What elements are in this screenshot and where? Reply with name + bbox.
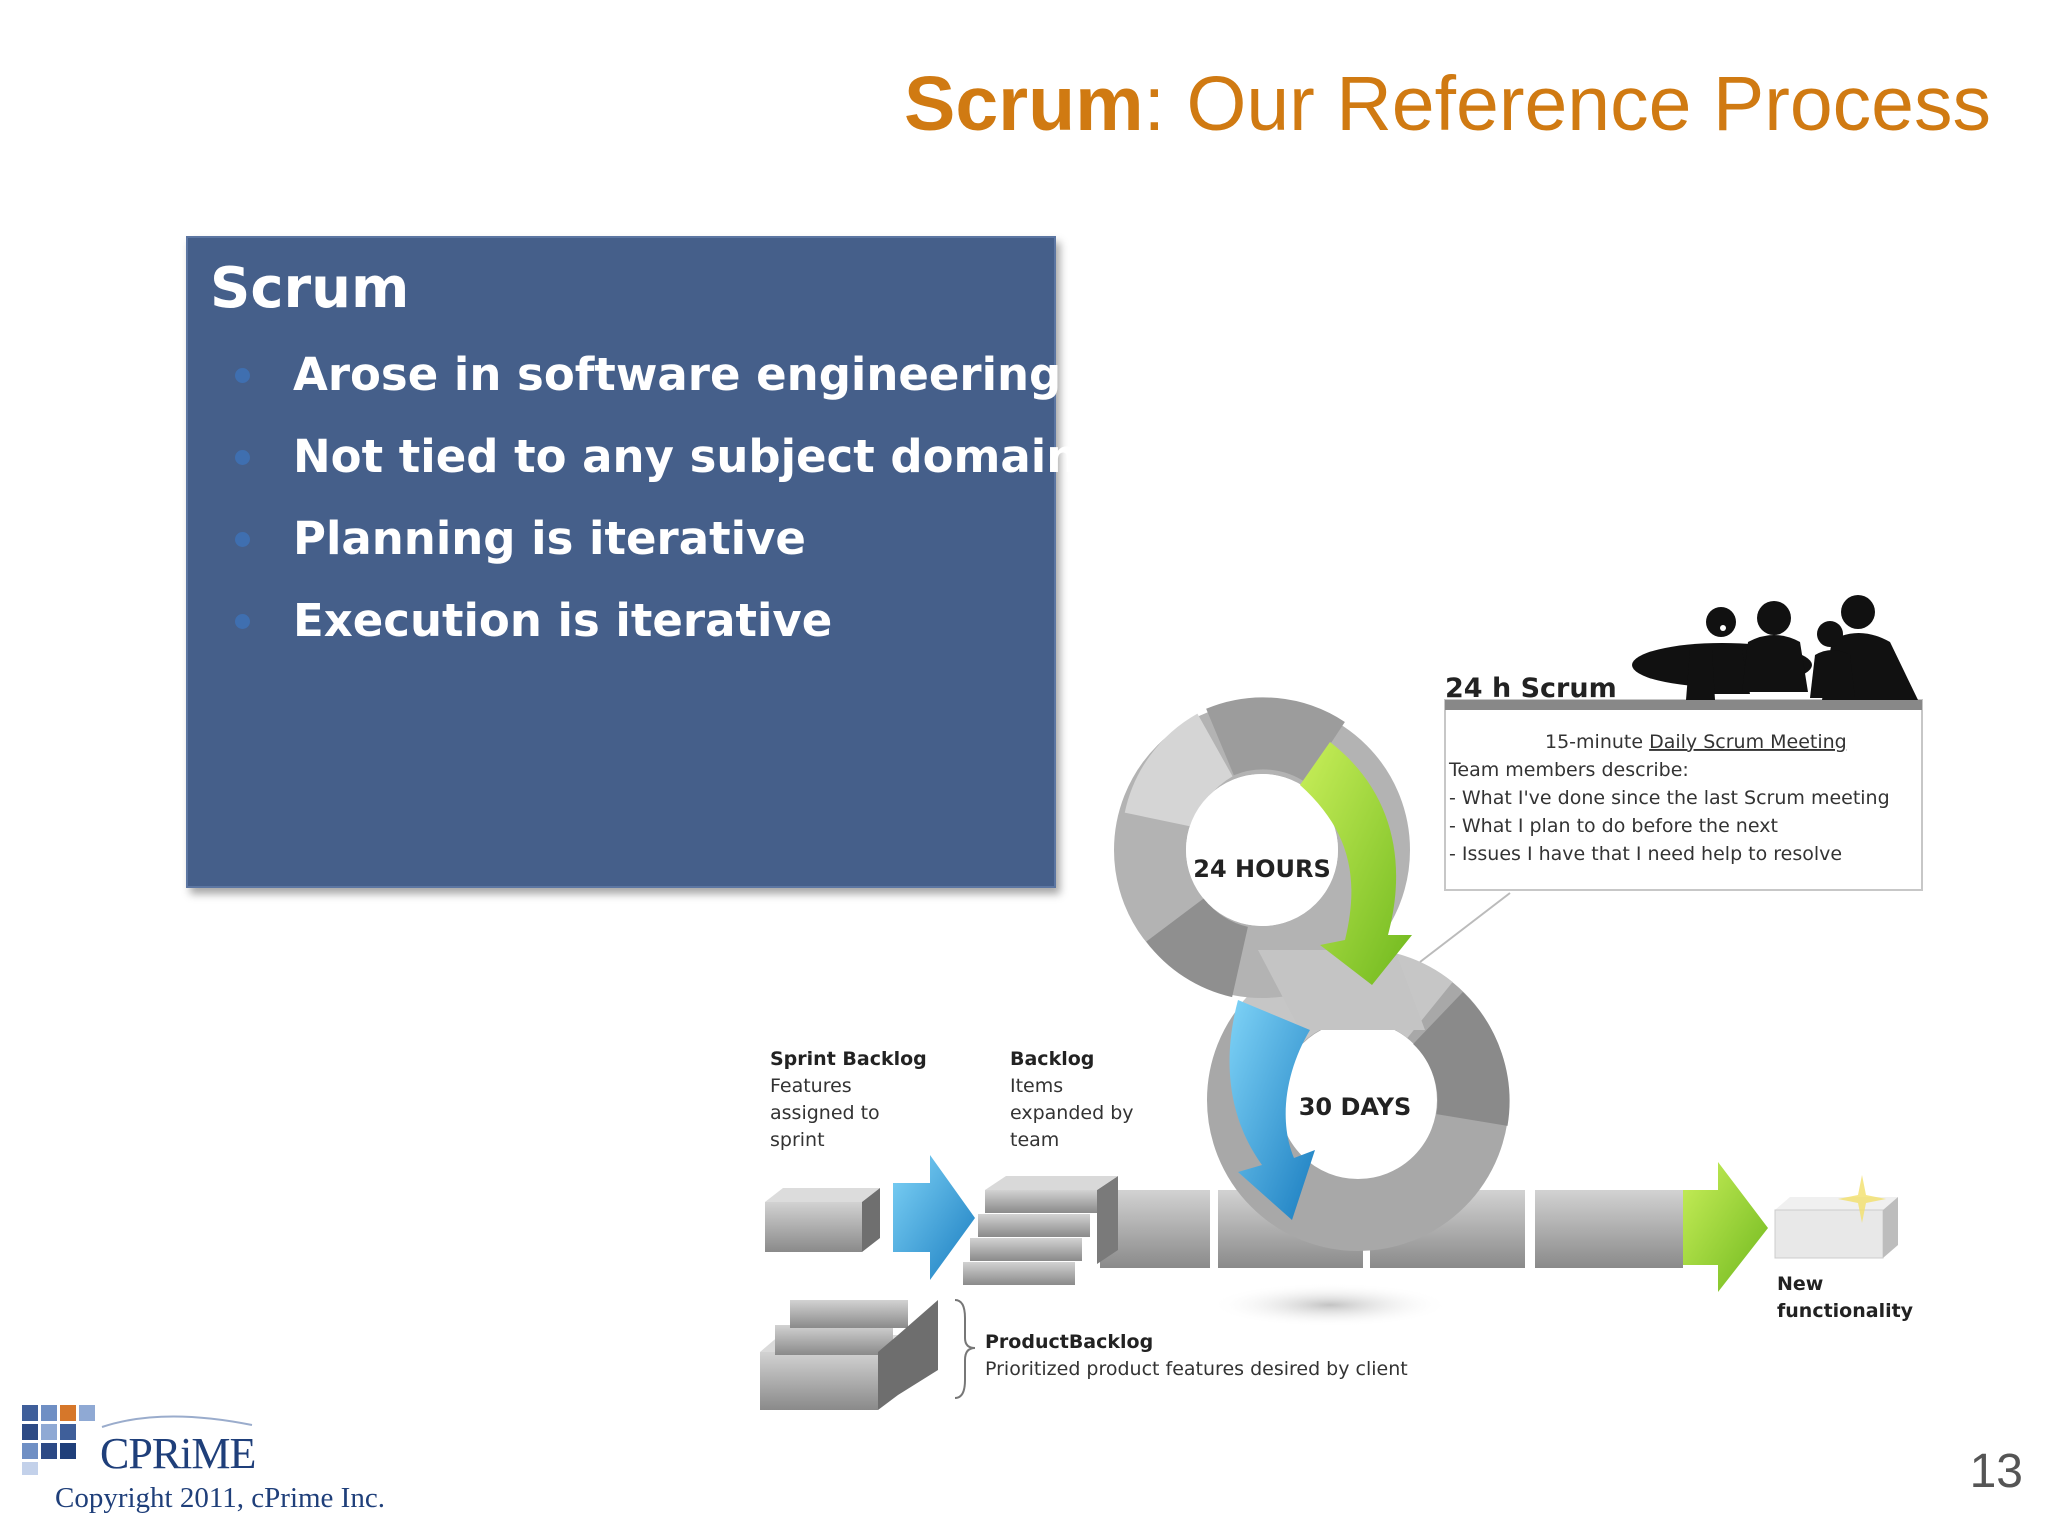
- days-label: 30 DAYS: [1299, 1093, 1412, 1121]
- backlog-line1: Items: [1010, 1075, 1063, 1097]
- backlog-title: Backlog: [1010, 1048, 1094, 1070]
- sprint-backlog-line1: Features: [770, 1075, 852, 1097]
- process-pipe-segment: [1535, 1190, 1683, 1268]
- new-functionality-box: [1774, 1175, 1898, 1259]
- box-heading: Scrum: [210, 256, 410, 321]
- process-pipe-segment: [1100, 1190, 1210, 1268]
- bullet-text: Not tied to any subject domain: [293, 430, 1079, 483]
- new-functionality-line2: functionality: [1777, 1300, 1914, 1322]
- bullet-icon: [235, 368, 250, 383]
- sprint-backlog-line3: sprint: [770, 1129, 825, 1151]
- product-backlog-desc: Prioritized product features desired by …: [985, 1358, 1408, 1380]
- bullet-text: Arose in software engineering: [293, 348, 1062, 401]
- title-bold: Scrum: [904, 61, 1144, 147]
- product-backlog-stack: [760, 1300, 938, 1410]
- bullet-icon: [235, 450, 250, 465]
- page-number: 13: [1969, 1445, 2023, 1498]
- new-functionality-line1: New: [1777, 1273, 1823, 1295]
- callout-line1: 15-minute Daily Scrum Meeting: [1545, 731, 1847, 753]
- cprime-logo-icon: [22, 1405, 253, 1475]
- bullet-text: Execution is iterative: [293, 594, 833, 647]
- sprint-backlog-block: [765, 1188, 880, 1252]
- product-backlog-title: ProductBacklog: [985, 1331, 1153, 1353]
- daily-scrum-callout: [1419, 699, 1923, 963]
- product-backlog-bracket: [954, 1299, 976, 1399]
- logo-text: CPRiME: [100, 1429, 256, 1478]
- hours-label: 24 HOURS: [1193, 855, 1331, 883]
- backlog-stack: [963, 1176, 1118, 1285]
- callout-title: 24 h Scrum: [1445, 673, 1617, 704]
- copyright-text: Copyright 2011, cPrime Inc.: [55, 1482, 385, 1514]
- scrum-summary-box: Scrum Arose in software engineering Not …: [186, 236, 1078, 888]
- sparkle-icon: [1838, 1175, 1886, 1223]
- blue-arrow-icon: [1229, 1000, 1315, 1220]
- slide-title: Scrum: Our Reference Process: [904, 60, 1991, 149]
- blue-right-arrow-icon: [893, 1155, 975, 1280]
- title-rest: : Our Reference Process: [1143, 61, 1991, 147]
- backlog-line2: expanded by: [1010, 1102, 1134, 1124]
- daily-scrum-meeting-link: Daily Scrum Meeting: [1649, 731, 1847, 753]
- callout-line2: Team members describe:: [1448, 759, 1689, 781]
- people-meeting-icon: [1632, 595, 1918, 700]
- bullet-icon: [235, 532, 250, 547]
- bullet-text: Planning is iterative: [293, 512, 806, 565]
- backlog-line3: team: [1010, 1129, 1059, 1151]
- green-arrow-icon: [1300, 742, 1412, 985]
- callout-line3: - What I've done since the last Scrum me…: [1449, 787, 1890, 809]
- floor-shadow: [1210, 1283, 1450, 1327]
- sprint-backlog-title: Sprint Backlog: [770, 1048, 927, 1070]
- bullet-icon: [235, 614, 250, 629]
- callout-line1-prefix: 15-minute: [1545, 731, 1649, 753]
- callout-line5: - Issues I have that I need help to reso…: [1449, 843, 1842, 865]
- green-right-arrow-icon: [1683, 1162, 1768, 1292]
- callout-line4: - What I plan to do before the next: [1449, 815, 1778, 837]
- sprint-backlog-line2: assigned to: [770, 1102, 880, 1124]
